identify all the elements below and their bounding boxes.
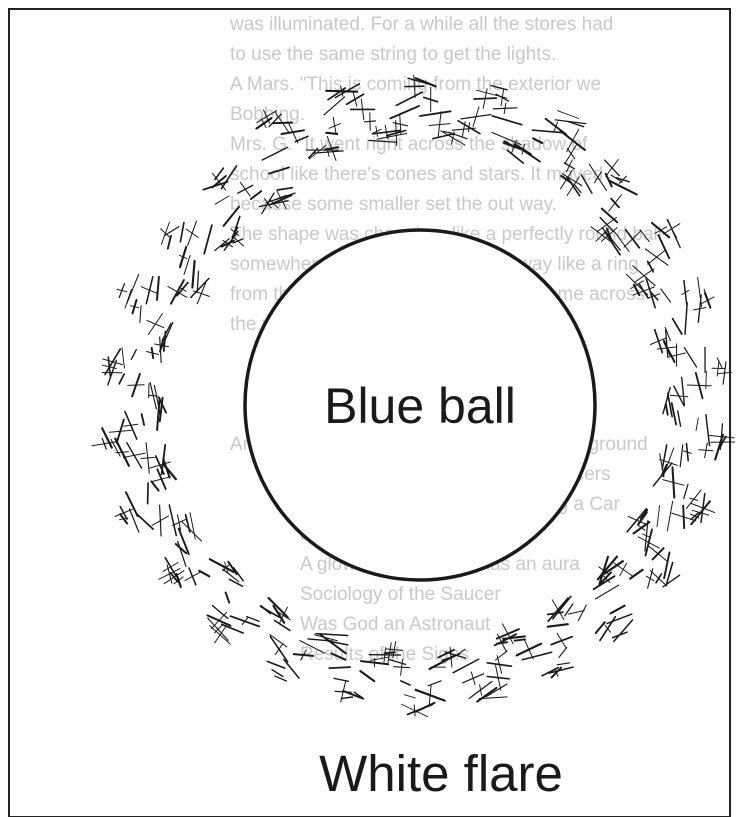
flare-hatch-stroke bbox=[148, 483, 149, 504]
ball-label: Blue ball bbox=[324, 378, 516, 434]
bleed-through-line: because some smaller set the out way. bbox=[230, 194, 557, 215]
bleed-through-line: Was God an Astronaut bbox=[300, 614, 491, 635]
bleed-through-line: to use the same string to get the lights… bbox=[230, 44, 556, 65]
flare-hatch-stroke bbox=[329, 667, 350, 668]
bleed-through-line: was illuminated. For a while all the sto… bbox=[229, 14, 613, 35]
bleed-through-line: Sociology of the Saucer bbox=[300, 584, 501, 605]
bleed-through-line: school like there's cones and stars. It … bbox=[230, 164, 603, 185]
flare-hatch-stroke bbox=[128, 385, 144, 386]
flare-label: White flare bbox=[319, 745, 563, 802]
bleed-through-line: Mrs. G. "It went right across the shadow… bbox=[230, 134, 588, 155]
